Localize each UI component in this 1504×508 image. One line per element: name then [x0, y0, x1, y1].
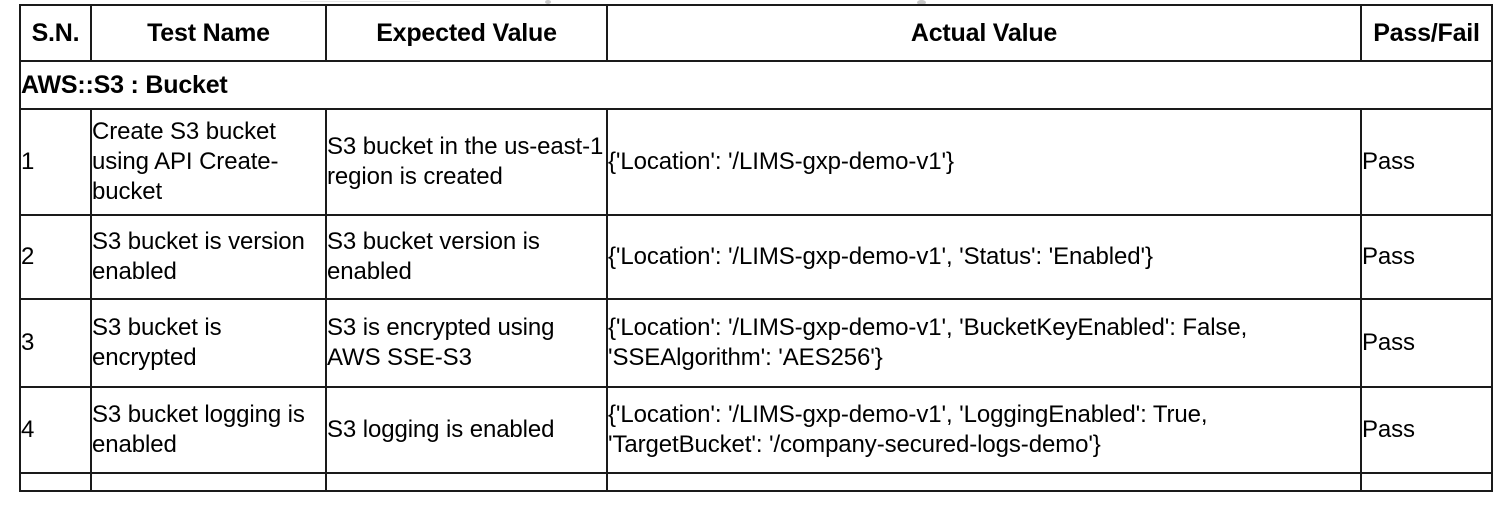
test-report-table: S.N. Test Name Expected Value Actual Val… — [19, 4, 1493, 492]
cell-expected-value — [325, 472, 608, 492]
table-row: 1 Create S3 bucket using API Create-buck… — [19, 108, 1493, 216]
column-header-actual-value: Actual Value — [606, 4, 1362, 62]
cell-test-name — [90, 472, 327, 492]
table-body: AWS::S3 : Bucket 1 Create S3 bucket usin… — [19, 60, 1493, 492]
cell-pass-fail — [1360, 472, 1493, 492]
cell-test-name: Create S3 bucket using API Create-bucket — [90, 108, 327, 216]
column-header-pass-fail: Pass/Fail — [1360, 4, 1493, 62]
cell-sn: 2 — [19, 214, 92, 300]
cell-sn: 1 — [19, 108, 92, 216]
cell-pass-fail: Pass — [1360, 386, 1493, 474]
column-header-expected-value: Expected Value — [325, 4, 608, 62]
cell-test-name: S3 bucket logging is enabled — [90, 386, 327, 474]
column-header-test-name: Test Name — [90, 4, 327, 62]
cell-actual-value: {'Location': '/LIMS-gxp-demo-v1'} — [606, 108, 1362, 216]
table-header-row: S.N. Test Name Expected Value Actual Val… — [19, 4, 1493, 62]
cell-pass-fail: Pass — [1360, 298, 1493, 388]
cell-expected-value: S3 bucket version is enabled — [325, 214, 608, 300]
table-row: 4 S3 bucket logging is enabled S3 loggin… — [19, 386, 1493, 474]
scan-artifact — [917, 0, 926, 5]
scan-artifact — [300, 1, 420, 2]
table-row: 2 S3 bucket is version enabled S3 bucket… — [19, 214, 1493, 300]
table-header: S.N. Test Name Expected Value Actual Val… — [19, 4, 1493, 62]
table-row: 3 S3 bucket is encrypted S3 is encrypted… — [19, 298, 1493, 388]
cell-pass-fail: Pass — [1360, 108, 1493, 216]
section-header-row: AWS::S3 : Bucket — [19, 60, 1493, 110]
section-label-aws-s3-bucket: AWS::S3 : Bucket — [19, 60, 1493, 110]
table-row-clipped — [19, 472, 1493, 492]
cell-actual-value — [606, 472, 1362, 492]
cell-expected-value: S3 logging is enabled — [325, 386, 608, 474]
cell-test-name: S3 bucket is encrypted — [90, 298, 327, 388]
cell-sn — [19, 472, 92, 492]
cell-expected-value: S3 is encrypted using AWS SSE-S3 — [325, 298, 608, 388]
cell-pass-fail: Pass — [1360, 214, 1493, 300]
cell-actual-value: {'Location': '/LIMS-gxp-demo-v1', 'Loggi… — [606, 386, 1362, 474]
cell-expected-value: S3 bucket in the us-east-1 region is cre… — [325, 108, 608, 216]
cell-actual-value: {'Location': '/LIMS-gxp-demo-v1', 'Bucke… — [606, 298, 1362, 388]
cell-sn: 4 — [19, 386, 92, 474]
cell-actual-value: {'Location': '/LIMS-gxp-demo-v1', 'Statu… — [606, 214, 1362, 300]
column-header-sn: S.N. — [19, 4, 92, 62]
cell-sn: 3 — [19, 298, 92, 388]
cell-test-name: S3 bucket is version enabled — [90, 214, 327, 300]
scan-artifact — [545, 0, 551, 4]
test-report-table-container: S.N. Test Name Expected Value Actual Val… — [19, 4, 1493, 492]
